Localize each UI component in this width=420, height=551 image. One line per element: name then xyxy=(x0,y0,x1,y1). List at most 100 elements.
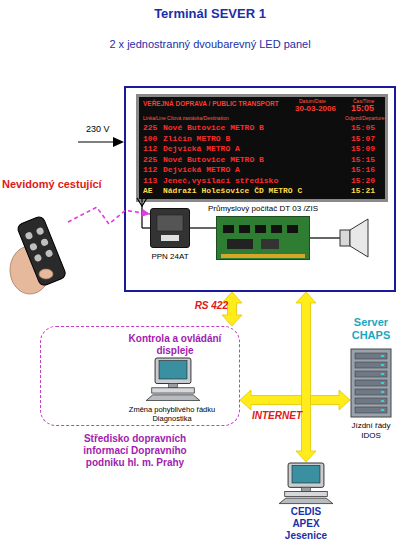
rack-led xyxy=(381,364,384,366)
led-panel: VEŘEJNÁ DOPRAVA / PUBLIC TRANSPORTDatum/… xyxy=(136,94,388,202)
led-text: Dejvická METRO A xyxy=(163,144,240,153)
monitor-case xyxy=(288,463,324,487)
receiver-panel xyxy=(157,215,183,231)
center-name: Středisko dopravních informací Dopravníh… xyxy=(71,433,199,469)
rack-unit xyxy=(355,407,387,413)
monitor-stand xyxy=(169,383,178,387)
led-text: 30-03-2006 xyxy=(295,104,336,113)
rack-led xyxy=(381,382,384,384)
system-unit xyxy=(152,388,195,393)
monitor-screen xyxy=(159,361,187,379)
remote-button xyxy=(40,238,49,247)
remote-button xyxy=(36,227,45,236)
data-link-arrow xyxy=(240,390,350,410)
keyboard xyxy=(146,395,200,401)
led-text: Nové Butovice METRO B xyxy=(163,155,264,164)
signal-path xyxy=(68,207,150,224)
led-text: 15:07 xyxy=(351,134,375,143)
remote-button xyxy=(45,249,54,258)
rack-unit xyxy=(355,371,387,377)
antenna-wire xyxy=(142,227,150,228)
monitor-screen xyxy=(292,465,320,483)
chip xyxy=(255,225,266,233)
antenna-top xyxy=(137,198,147,206)
chip xyxy=(227,239,253,249)
edge-connector xyxy=(221,254,305,258)
rack-led xyxy=(381,409,384,411)
wire xyxy=(190,227,216,228)
led-text: Jeneč,vysílací středisko xyxy=(163,176,278,185)
connector xyxy=(296,292,316,462)
power-wire xyxy=(78,141,114,142)
node-illustration xyxy=(6,208,72,296)
led-text: 112 xyxy=(143,165,157,174)
node-illustration xyxy=(278,462,334,504)
receiver-box: PPN 24AT xyxy=(150,208,190,248)
chip xyxy=(223,225,234,233)
chip xyxy=(239,225,250,233)
led-text: 112 xyxy=(143,144,157,153)
chip xyxy=(261,239,279,249)
rack-led xyxy=(381,391,384,393)
link-label: RS 422 xyxy=(174,300,228,311)
rack-led xyxy=(381,373,384,375)
server-title: Server CHAPS xyxy=(341,316,401,342)
connector xyxy=(222,292,242,326)
device-label: Průmyslový počítač DT 03 /ZIS xyxy=(196,204,330,213)
node-illustration xyxy=(145,357,201,401)
led-text: 15:05 xyxy=(351,103,374,113)
led-text: VEŘEJNÁ DOPRAVA / PUBLIC TRANSPORT xyxy=(143,100,279,107)
dispatch-center: Kontrola a ovládání displejeZměna pohybl… xyxy=(40,326,240,426)
thumb xyxy=(39,269,53,279)
chip xyxy=(271,225,282,233)
led-text: Zličín METRO B xyxy=(163,134,230,143)
led-text: 113 xyxy=(143,176,157,185)
led-text: Dejvická METRO A xyxy=(163,165,240,174)
data-link-arrow xyxy=(296,292,316,462)
connector xyxy=(68,207,150,224)
led-text: AE xyxy=(143,186,153,195)
group-heading: Kontrola a ovládání displeje xyxy=(121,333,229,357)
screen-note: Změna pohyblivého řádku Diagnostika xyxy=(117,405,227,423)
passenger-label: Nevidomý cestující xyxy=(2,178,132,190)
speaker-wire xyxy=(310,237,340,238)
led-text: 100 xyxy=(143,134,157,143)
site-name: CEDIS APEX Jesenice xyxy=(281,506,331,542)
led-text: 15:09 xyxy=(351,144,375,153)
power-arrowhead xyxy=(113,137,124,147)
remote-button xyxy=(24,231,33,240)
remote-control: Nevidomý cestující xyxy=(6,208,72,296)
voltage-label: 230 V xyxy=(86,124,110,134)
chip xyxy=(287,225,298,233)
speaker-body xyxy=(340,230,350,246)
server-note: Jízdní řády IDOS xyxy=(345,421,397,441)
node-illustration xyxy=(350,348,392,418)
data-link-arrow xyxy=(222,292,242,326)
led-text: 15:05 xyxy=(351,123,375,132)
link-label: INTERNET xyxy=(248,410,302,421)
connector xyxy=(240,390,350,410)
led-text: 225 xyxy=(143,155,157,164)
rack-unit xyxy=(355,353,387,359)
receiver-plate xyxy=(161,235,179,241)
led-text: 15:15 xyxy=(351,155,375,164)
terminal-box: 2 x jednostranný dvoubarevný LED panelVE… xyxy=(124,86,396,292)
led-text: 15:16 xyxy=(351,165,375,174)
antenna-mast xyxy=(141,198,142,228)
remote-button xyxy=(29,242,38,251)
rack-led xyxy=(381,400,384,402)
workstation: CEDIS APEX Jesenice xyxy=(278,462,334,504)
led-text: Nové Butovice METRO B xyxy=(163,123,264,132)
led-text: Linka/Line xyxy=(143,115,166,121)
led-text: 15:21 xyxy=(351,186,375,195)
rack-unit xyxy=(355,389,387,395)
rack-body xyxy=(351,349,391,417)
diagram-title: Terminál SEVER 1 xyxy=(0,6,420,21)
led-text: Nádraží Holešovice ČD METRO C xyxy=(163,186,302,195)
rack-unit xyxy=(355,398,387,404)
rack-led xyxy=(381,355,384,357)
led-text: 15:20 xyxy=(351,176,375,185)
